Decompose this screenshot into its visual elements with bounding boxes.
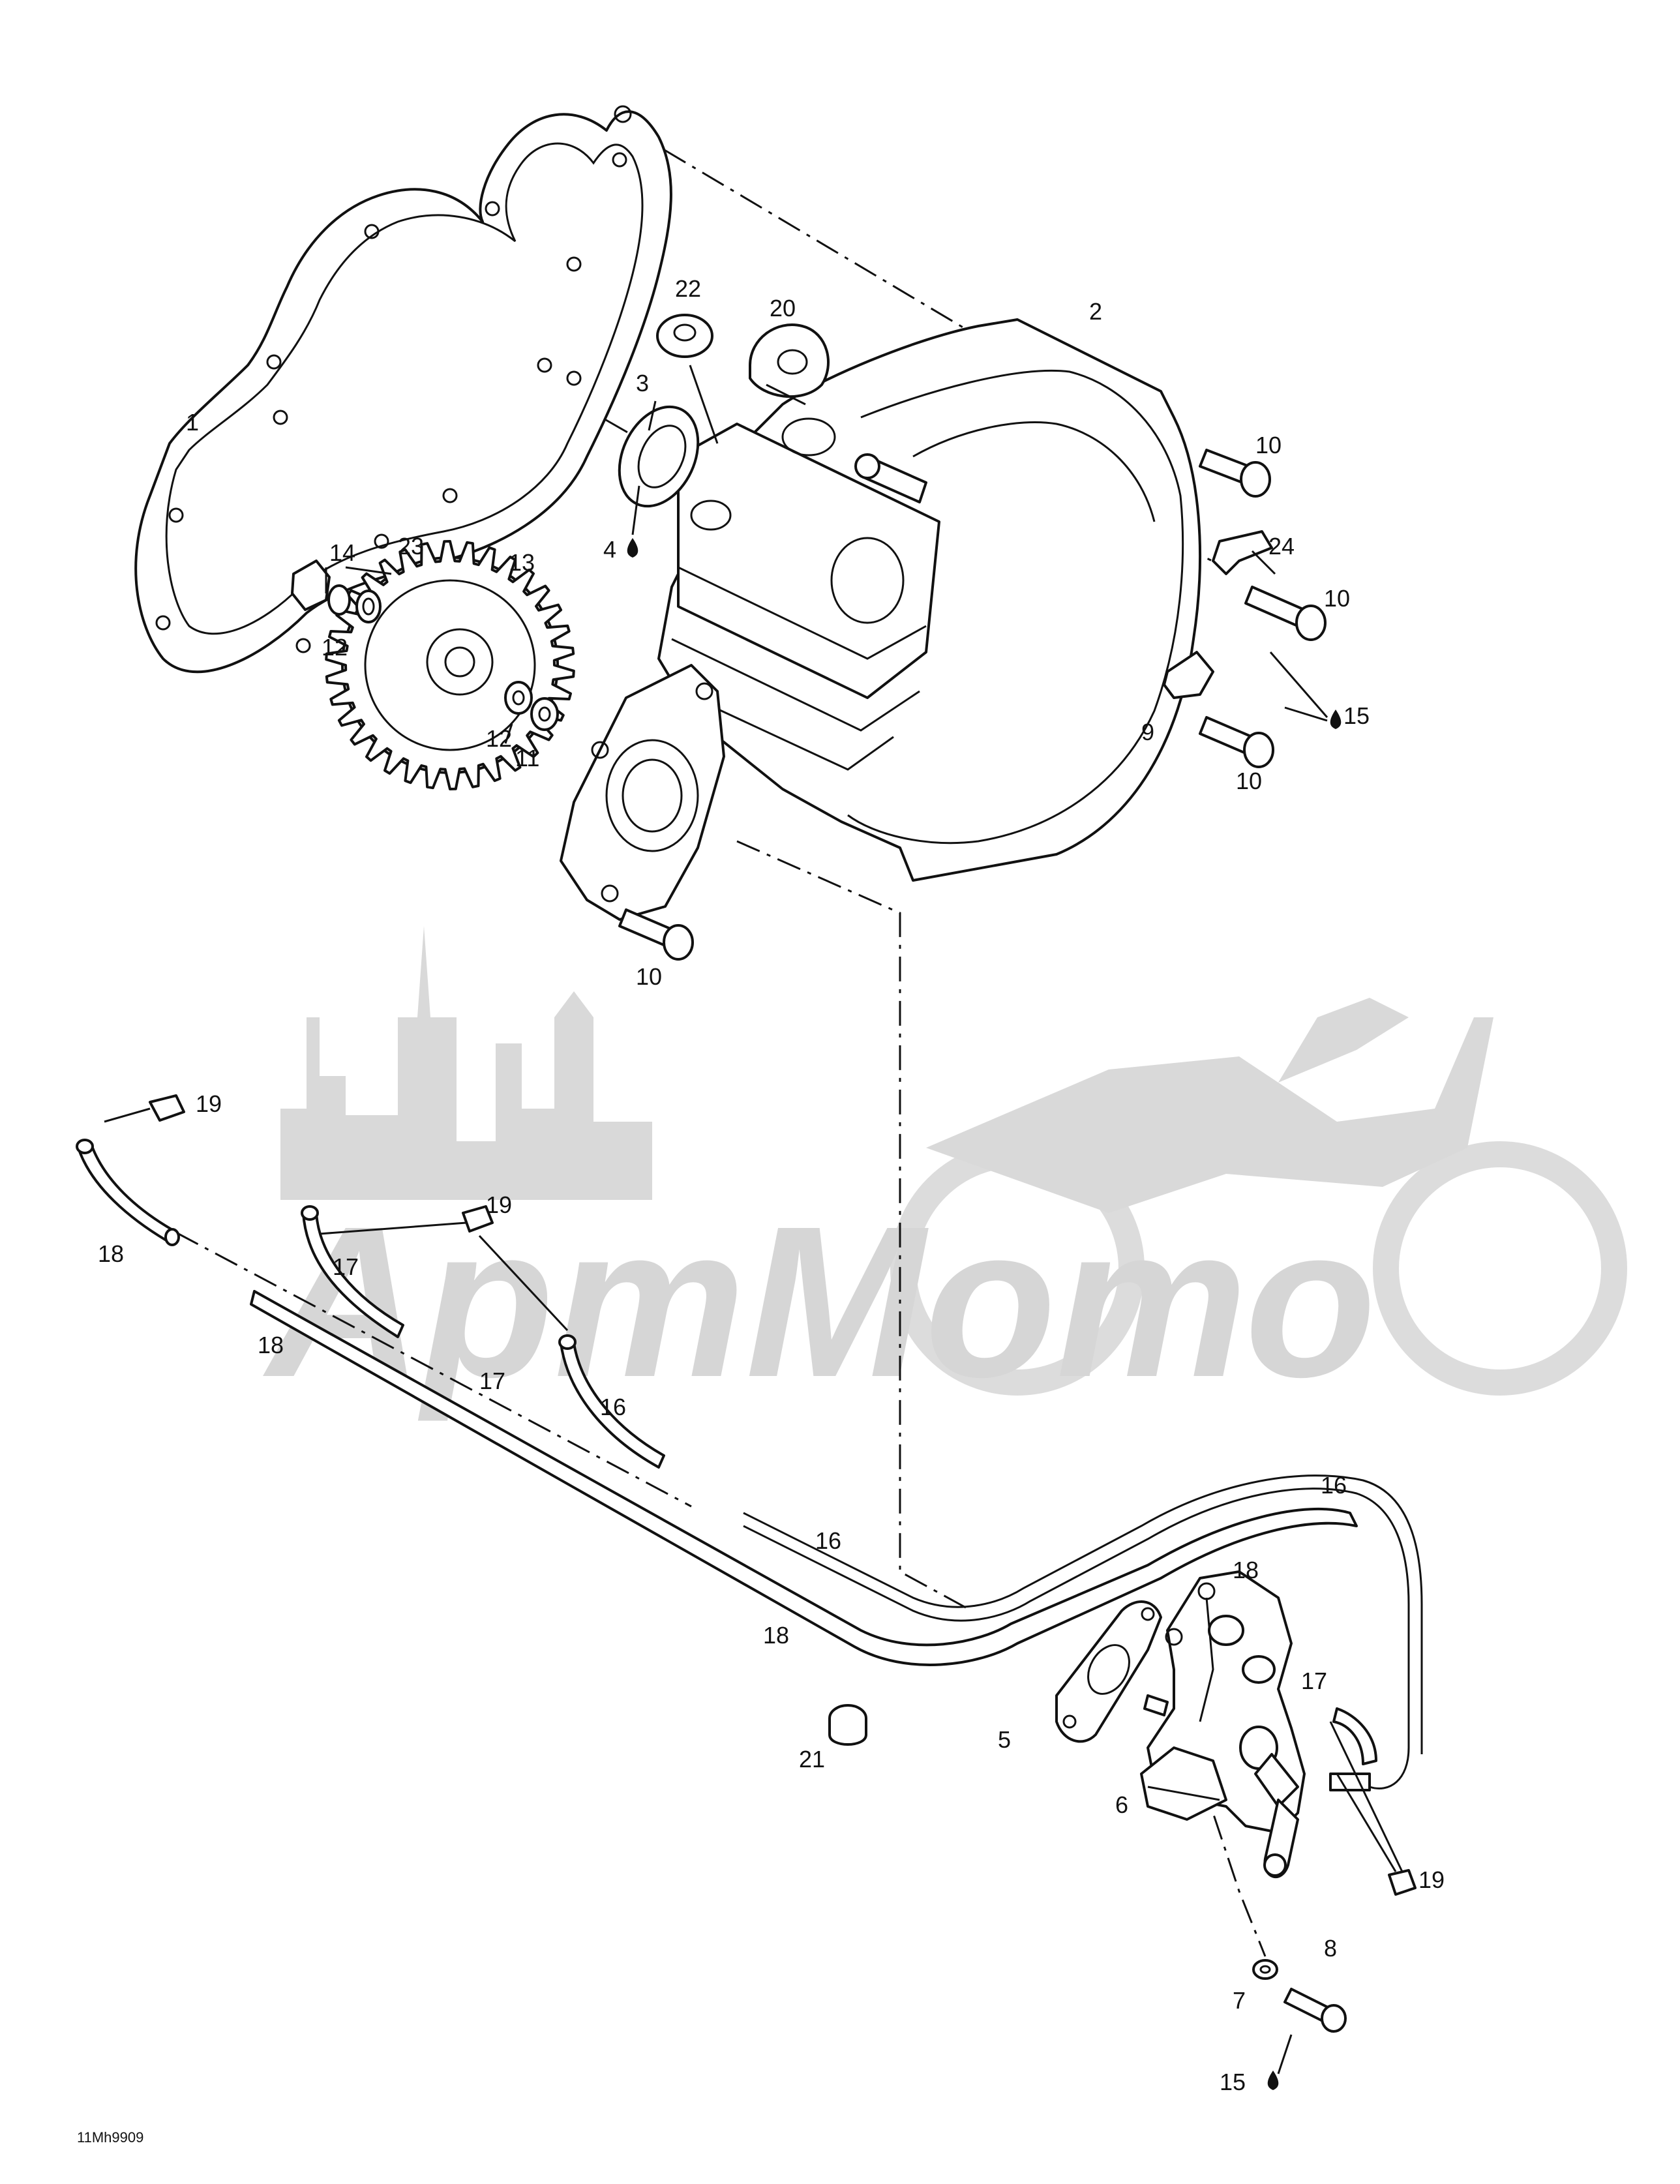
- callout-12-bottom: 12: [486, 725, 512, 752]
- oil-pump: [1140, 1570, 1306, 1879]
- bolt-10-bottom: [618, 908, 694, 961]
- callout-4: 4: [603, 536, 616, 563]
- clip-19-middle: [462, 1205, 494, 1233]
- callout-17-right: 17: [1301, 1668, 1327, 1694]
- tube-18-long: [250, 1290, 1358, 1666]
- callout-18-lower: 18: [763, 1622, 789, 1649]
- nut-14: [291, 560, 331, 611]
- watermark-text: АртМото: [260, 1181, 1376, 1423]
- bushing-21: [828, 1704, 867, 1746]
- callout-14: 14: [329, 539, 355, 566]
- washers-12-11: [504, 681, 559, 731]
- callout-5: 5: [998, 1726, 1011, 1753]
- callout-16-right: 16: [1321, 1472, 1347, 1499]
- callout-11: 11: [515, 745, 539, 771]
- hose-18-left: [76, 1139, 180, 1246]
- clip-19-right: [1388, 1869, 1417, 1896]
- callout-18-middle: 18: [258, 1332, 284, 1358]
- bolt-10-lower: [1199, 716, 1274, 768]
- callout-17-left: 17: [333, 1253, 359, 1280]
- callout-10-lower: 10: [1236, 768, 1262, 794]
- callout-16-left: 16: [600, 1394, 626, 1420]
- callout-20: 20: [770, 295, 796, 322]
- callout-1: 1: [186, 409, 199, 436]
- leader-lines: [104, 365, 1403, 2074]
- callout-2: 2: [1089, 298, 1102, 325]
- housing: [560, 318, 1201, 921]
- callout-17-middle: 17: [479, 1368, 505, 1394]
- cap-20: [749, 323, 830, 398]
- callout-10-top: 10: [1255, 432, 1282, 458]
- clip-24: [1212, 530, 1273, 575]
- callout-18-left: 18: [98, 1240, 124, 1267]
- oil-drop-icon: [627, 538, 1342, 2090]
- bolt-10-top: [1199, 449, 1271, 498]
- callout-labels: 1 2 3 4 5 6 7 8 9 10 10 10 10 11 12 12 1…: [98, 275, 1445, 2095]
- callout-9: 9: [1141, 719, 1154, 745]
- callout-7: 7: [1233, 1987, 1246, 2014]
- clip-9: [1163, 651, 1214, 699]
- pump-gasket: [1055, 1600, 1162, 1743]
- callout-24: 24: [1268, 533, 1295, 560]
- bolt-8: [1283, 1988, 1347, 2033]
- callout-21: 21: [799, 1746, 825, 1773]
- callout-10-middle: 10: [1324, 585, 1350, 612]
- callout-12-top: 12: [322, 634, 348, 661]
- callout-19-middle: 19: [486, 1191, 512, 1218]
- callout-10-bottom: 10: [636, 963, 662, 990]
- washer-12-top: [327, 584, 351, 616]
- callout-6: 6: [1115, 1791, 1128, 1818]
- callout-19-right: 19: [1418, 1866, 1445, 1893]
- washer-7: [1252, 1959, 1278, 1980]
- callout-23: 23: [398, 533, 424, 560]
- gasket: [134, 105, 672, 674]
- hose-17-right: [1329, 1707, 1377, 1791]
- hose-16-left: [558, 1334, 665, 1469]
- callout-15-upper: 15: [1343, 702, 1370, 729]
- bolt-10-middle: [1244, 586, 1327, 641]
- callout-13: 13: [509, 549, 535, 576]
- callout-18-pump: 18: [1233, 1557, 1259, 1583]
- tube-16-long: [743, 1474, 1423, 1789]
- clip-19-top: [149, 1094, 185, 1122]
- callout-22: 22: [675, 275, 701, 302]
- callout-8: 8: [1324, 1935, 1337, 1962]
- cap-22: [656, 314, 713, 358]
- diagram-code: 11Mh9909: [77, 2129, 143, 2146]
- watermark: АртМото: [260, 926, 1627, 1423]
- callout-19-top: 19: [196, 1090, 222, 1117]
- spring-washer-23: [355, 590, 382, 623]
- hose-17-left: [301, 1205, 404, 1338]
- callout-16-middle: 16: [815, 1527, 841, 1554]
- callout-15-lower: 15: [1220, 2069, 1246, 2095]
- callout-3: 3: [636, 370, 649, 396]
